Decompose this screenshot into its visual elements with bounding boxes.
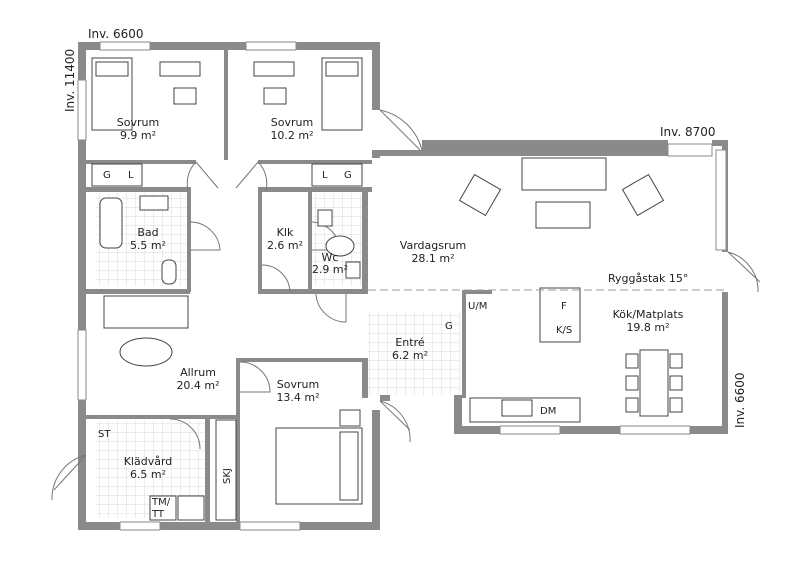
room-name: Entré xyxy=(395,336,425,349)
room-area: 2.9 m² xyxy=(312,263,348,276)
room-kok-matplats: Kök/Matplats 19.8 m² xyxy=(613,308,684,334)
room-wc: Wc 2.9 m² xyxy=(312,251,348,276)
room-name: Klk xyxy=(277,226,294,239)
room-name: Sovrum xyxy=(277,378,319,391)
room-area: 20.4 m² xyxy=(176,379,219,392)
room-area: 2.6 m² xyxy=(267,239,303,252)
room-name: Sovrum xyxy=(271,116,313,129)
room-name: Kök/Matplats xyxy=(613,308,684,321)
fixture-ks: K/S xyxy=(556,325,572,336)
fixture-dm: DM xyxy=(540,406,556,417)
room-name: Sovrum xyxy=(117,116,159,129)
dim-inv-6600-right: Inv. 6600 xyxy=(733,373,747,428)
entre-tile-floor xyxy=(368,312,460,395)
fixture-g: G xyxy=(344,170,352,181)
fixture-g: G xyxy=(103,170,111,181)
room-area: 5.5 m² xyxy=(130,239,166,252)
interior-walls xyxy=(86,50,492,522)
room-entre: Entré 6.2 m² xyxy=(392,336,428,362)
room-area: 10.2 m² xyxy=(270,129,313,142)
fixture-g: G xyxy=(445,321,453,332)
furniture xyxy=(91,57,683,521)
fixture-l: L xyxy=(322,170,328,181)
room-klk: Klk 2.6 m² xyxy=(267,226,303,252)
room-name: Wc xyxy=(322,251,339,264)
roof-note: Ryggåstak 15° xyxy=(608,272,688,285)
doors xyxy=(51,109,761,501)
room-area: 28.1 m² xyxy=(411,252,454,265)
dim-inv-8700: Inv. 8700 xyxy=(660,125,715,139)
room-allrum: Allrum 20.4 m² xyxy=(176,366,219,392)
room-sovrum-2: Sovrum 10.2 m² xyxy=(270,116,313,142)
fixture-f: F xyxy=(561,301,567,312)
room-area: 6.5 m² xyxy=(130,468,166,481)
fixture-st: ST xyxy=(98,429,111,440)
dim-inv-11400: Inv. 11400 xyxy=(63,49,77,112)
room-name: Allrum xyxy=(180,366,216,379)
windows xyxy=(77,41,727,531)
fixture-tt: TT xyxy=(151,509,165,520)
room-sovrum-3: Sovrum 13.4 m² xyxy=(276,378,319,404)
fixture-um: U/M xyxy=(468,301,487,312)
room-sovrum-1: Sovrum 9.9 m² xyxy=(117,116,159,142)
room-name: Vardagsrum xyxy=(400,239,466,252)
fixture-skj: SKJ xyxy=(222,468,233,484)
room-bad: Bad 5.5 m² xyxy=(130,226,166,252)
dim-inv-6600-top: Inv. 6600 xyxy=(88,27,143,41)
fixture-labels: G L L G U/M F K/S G DM ST TM/ TT SKJ xyxy=(98,170,572,520)
room-vardagsrum: Vardagsrum 28.1 m² xyxy=(400,239,466,265)
room-area: 9.9 m² xyxy=(120,129,156,142)
fixture-tm: TM/ xyxy=(151,497,171,508)
fixture-l: L xyxy=(128,170,134,181)
room-kladvard: Klädvård 6.5 m² xyxy=(124,455,173,481)
room-area: 13.4 m² xyxy=(276,391,319,404)
room-name: Bad xyxy=(137,226,158,239)
room-area: 6.2 m² xyxy=(392,349,428,362)
room-name: Klädvård xyxy=(124,455,173,468)
room-area: 19.8 m² xyxy=(626,321,669,334)
